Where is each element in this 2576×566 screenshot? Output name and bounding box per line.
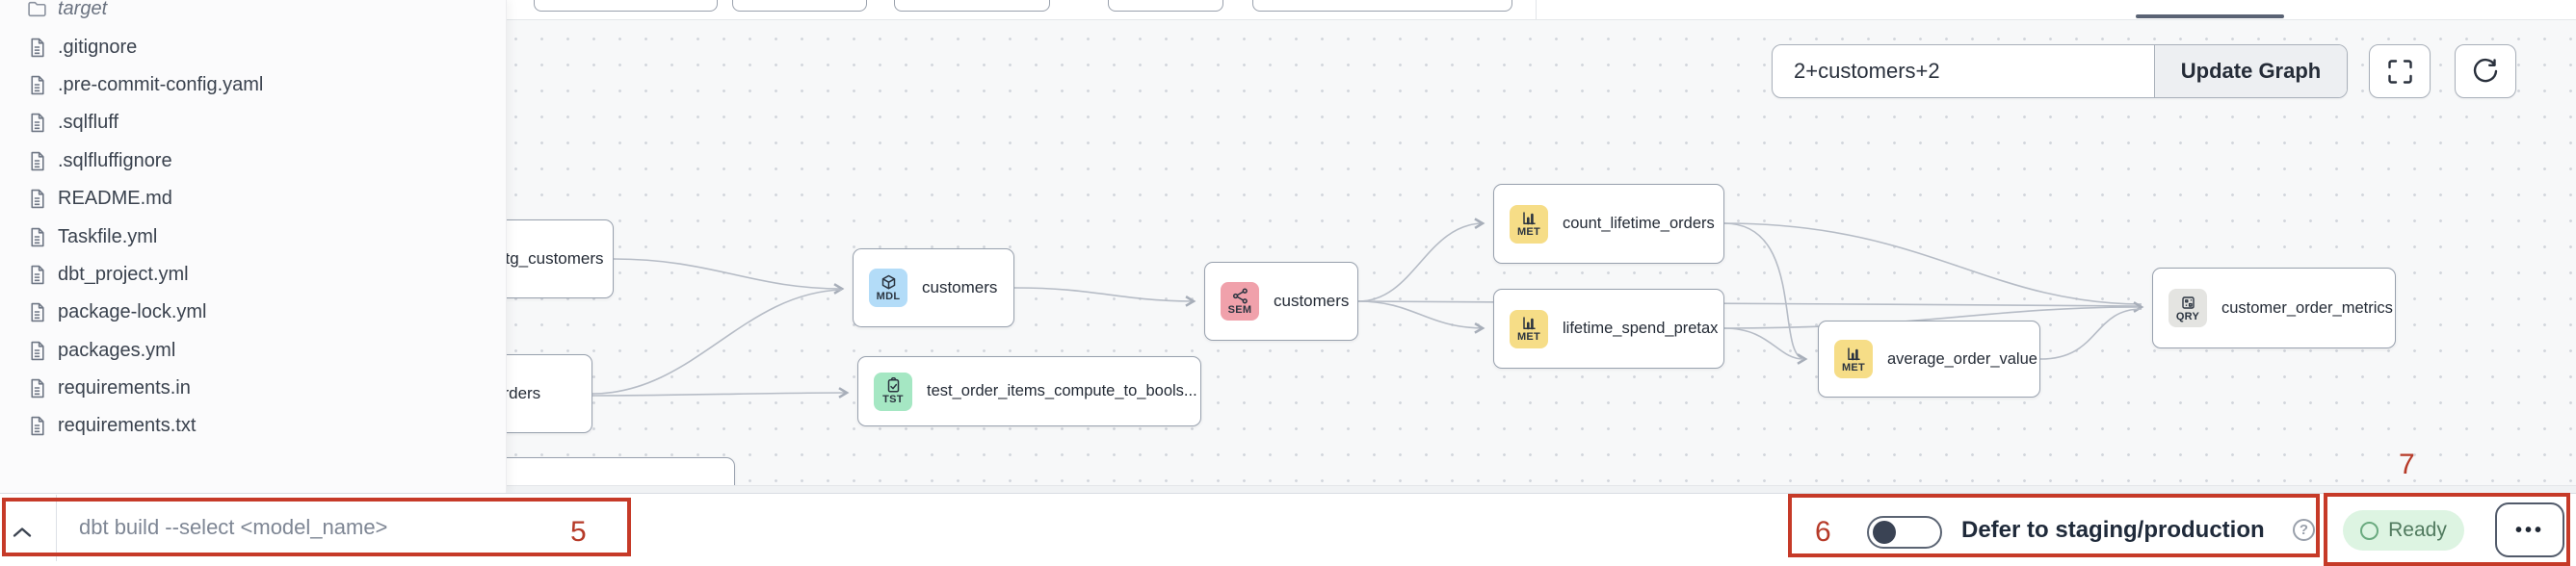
toolbar-button[interactable] — [1252, 0, 1512, 12]
file-icon — [31, 75, 44, 95]
selector-input[interactable] — [1773, 45, 2154, 97]
node-label: count_lifetime_orders — [1563, 215, 1715, 232]
file-item-target[interactable]: target — [0, 0, 506, 28]
toolbar-button[interactable] — [894, 0, 1050, 12]
graph-branch-icon — [1232, 288, 1248, 303]
command-bar-divider — [56, 495, 57, 561]
file-explorer-panel: target .gitignore .pre-commit-config.yam… — [0, 0, 507, 493]
folder-icon — [28, 2, 46, 17]
node-test-order-items[interactable]: TST test_order_items_compute_to_bools... — [857, 356, 1201, 426]
fullscreen-button[interactable] — [2369, 44, 2431, 98]
top-toolbar — [506, 0, 2576, 20]
node-label: stg_customers — [497, 249, 604, 268]
file-item[interactable]: .sqlfluff — [0, 104, 506, 142]
defer-toggle[interactable] — [1867, 516, 1942, 549]
toolbar-button[interactable] — [534, 0, 718, 12]
file-item[interactable]: requirements.txt — [0, 407, 506, 445]
help-icon[interactable]: ? — [2293, 519, 2315, 541]
file-item[interactable]: .gitignore — [0, 28, 506, 65]
refresh-button[interactable] — [2455, 44, 2516, 98]
node-label: customers — [1274, 292, 1350, 310]
node-customers-semantic[interactable]: SEM customers — [1204, 262, 1358, 341]
chevron-up-icon[interactable] — [12, 527, 33, 538]
toggle-knob — [1873, 521, 1896, 544]
toolbar-button[interactable] — [1108, 0, 1223, 12]
file-icon — [31, 189, 44, 209]
node-label: test_order_items_compute_to_bools... — [927, 382, 1197, 399]
semantic-chip: SEM — [1221, 282, 1259, 321]
status-label: Ready — [2388, 519, 2447, 541]
file-item[interactable]: dbt_project.yml — [0, 256, 506, 294]
status-circle-icon — [2360, 521, 2379, 540]
clipboard-check-icon — [887, 377, 899, 393]
file-item[interactable]: requirements.in — [0, 370, 506, 407]
command-input[interactable] — [77, 504, 534, 551]
status-badge[interactable]: Ready — [2343, 510, 2464, 551]
node-label: lifetime_spend_pretax — [1563, 320, 1719, 337]
file-icon — [31, 303, 44, 322]
canvas-bottom-strip — [0, 485, 2576, 493]
file-icon — [31, 265, 44, 285]
file-item[interactable]: Taskfile.yml — [0, 218, 506, 255]
bar-chart-icon — [1522, 317, 1536, 330]
refresh-icon — [2473, 58, 2498, 83]
node-lifetime-spend-pretax[interactable]: MET lifetime_spend_pretax — [1493, 289, 1724, 369]
file-item[interactable]: .pre-commit-config.yaml — [0, 66, 506, 104]
node-customer-order-metrics[interactable]: QRY customer_order_metrics — [2152, 268, 2396, 348]
query-chip: QRY — [2169, 289, 2207, 327]
fullscreen-icon — [2387, 59, 2412, 84]
file-item[interactable]: packages.yml — [0, 332, 506, 370]
file-icon — [31, 341, 44, 360]
toolbar-button[interactable] — [732, 0, 867, 12]
ellipsis-icon: ••• — [2514, 519, 2544, 541]
file-icon — [31, 151, 44, 170]
graph-selector-group: Update Graph — [1772, 44, 2348, 98]
metric-chip: MET — [1834, 340, 1873, 378]
file-icon — [31, 38, 44, 57]
metric-chip: MET — [1510, 309, 1548, 348]
file-icon — [31, 378, 44, 399]
file-list: target .gitignore .pre-commit-config.yam… — [0, 0, 506, 446]
file-icon — [31, 417, 44, 436]
file-icon — [31, 227, 44, 246]
defer-label: Defer to staging/production — [1961, 517, 2265, 543]
cube-icon — [881, 274, 895, 289]
model-chip: MDL — [869, 269, 907, 307]
file-item[interactable]: README.md — [0, 180, 506, 218]
node-customers-model[interactable]: MDL customers — [853, 248, 1014, 327]
node-label: customer_order_metrics — [2221, 298, 2393, 317]
test-chip: TST — [874, 372, 912, 411]
file-item[interactable]: .sqlfluffignore — [0, 142, 506, 180]
update-graph-button[interactable]: Update Graph — [2154, 45, 2347, 97]
toolbar-divider — [1536, 0, 1537, 19]
file-item[interactable]: package-lock.yml — [0, 294, 506, 331]
bar-chart-icon — [1847, 347, 1860, 360]
node-average-order-value[interactable]: MET average_order_value — [1818, 321, 2040, 398]
node-label: customers — [922, 278, 998, 296]
file-icon — [31, 114, 44, 133]
bar-chart-icon — [1522, 212, 1536, 225]
more-options-button[interactable]: ••• — [2495, 502, 2564, 557]
node-label: average_order_value — [1887, 349, 2037, 368]
metric-chip: MET — [1510, 204, 1548, 244]
active-tab-indicator — [2136, 14, 2284, 18]
node-count-lifetime-orders[interactable]: MET count_lifetime_orders — [1493, 184, 1724, 264]
saved-query-icon — [2181, 296, 2195, 309]
